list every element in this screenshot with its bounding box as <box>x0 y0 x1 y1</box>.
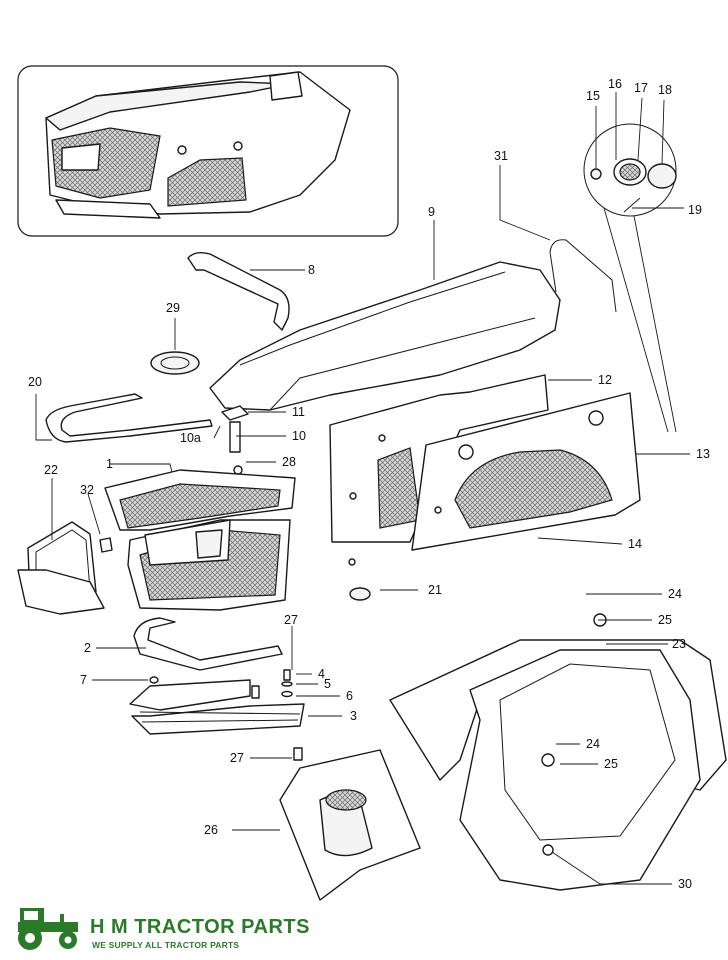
callout-2: 2 <box>84 641 91 655</box>
tractor-icon <box>18 908 78 950</box>
grille-seal <box>133 617 283 671</box>
front-bumper <box>129 679 305 735</box>
fasteners <box>149 465 371 761</box>
mounting-bracket <box>279 749 421 901</box>
callout-26: 26 <box>204 823 218 837</box>
support-rod <box>549 239 617 313</box>
fender-deck <box>389 613 727 891</box>
callout-30: 30 <box>678 877 692 891</box>
grab-handle <box>187 251 290 331</box>
callout-24-bottom: 24 <box>586 737 600 751</box>
front-grille <box>104 469 296 611</box>
leader-lines <box>35 92 690 885</box>
brand-name: H M TRACTOR PARTS <box>90 916 310 938</box>
callout-31: 31 <box>494 149 508 163</box>
callout-5: 5 <box>324 677 331 691</box>
callout-1: 1 <box>106 457 113 471</box>
clip <box>99 537 113 553</box>
callout-28: 28 <box>282 455 296 469</box>
callout-24-top: 24 <box>668 587 682 601</box>
callout-27-bottom: 27 <box>230 751 244 765</box>
callout-29: 29 <box>166 301 180 315</box>
headlight-lens <box>17 521 105 615</box>
fuel-cap-assembly <box>583 123 677 217</box>
assembled-hood-inset <box>17 65 399 237</box>
callout-14: 14 <box>628 537 642 551</box>
callout-17: 17 <box>634 81 648 95</box>
callout-3: 3 <box>350 709 357 723</box>
callout-16: 16 <box>608 77 622 91</box>
callout-9: 9 <box>428 205 435 219</box>
callout-13: 13 <box>696 447 710 461</box>
callout-20: 20 <box>28 375 42 389</box>
callout-10a: 10a <box>180 431 201 445</box>
side-panels <box>329 374 641 551</box>
callout-32: 32 <box>80 483 94 497</box>
callout-25-bottom: 25 <box>604 757 618 771</box>
callout-18: 18 <box>658 83 672 97</box>
latch-assembly <box>221 405 249 453</box>
callout-25-top: 25 <box>658 613 672 627</box>
hood-seal-strip <box>45 393 213 443</box>
callout-27-top: 27 <box>284 613 298 627</box>
callout-12: 12 <box>598 373 612 387</box>
callout-22: 22 <box>44 463 58 477</box>
callout-7: 7 <box>80 673 87 687</box>
callout-19: 19 <box>688 203 702 217</box>
callout-6: 6 <box>346 689 353 703</box>
callout-15: 15 <box>586 89 600 103</box>
callout-8: 8 <box>308 263 315 277</box>
callout-23: 23 <box>672 637 686 651</box>
callout-11: 11 <box>292 405 305 419</box>
callout-4: 4 <box>318 667 325 681</box>
top-hood-panel <box>209 261 561 411</box>
hood-emblem <box>150 351 200 375</box>
callout-21: 21 <box>428 583 442 597</box>
callout-labels: 9 8 29 20 31 15 16 17 18 19 12 13 14 11 … <box>28 77 710 891</box>
brand-tagline: WE SUPPLY ALL TRACTOR PARTS <box>92 940 240 950</box>
callout-10: 10 <box>292 429 306 443</box>
